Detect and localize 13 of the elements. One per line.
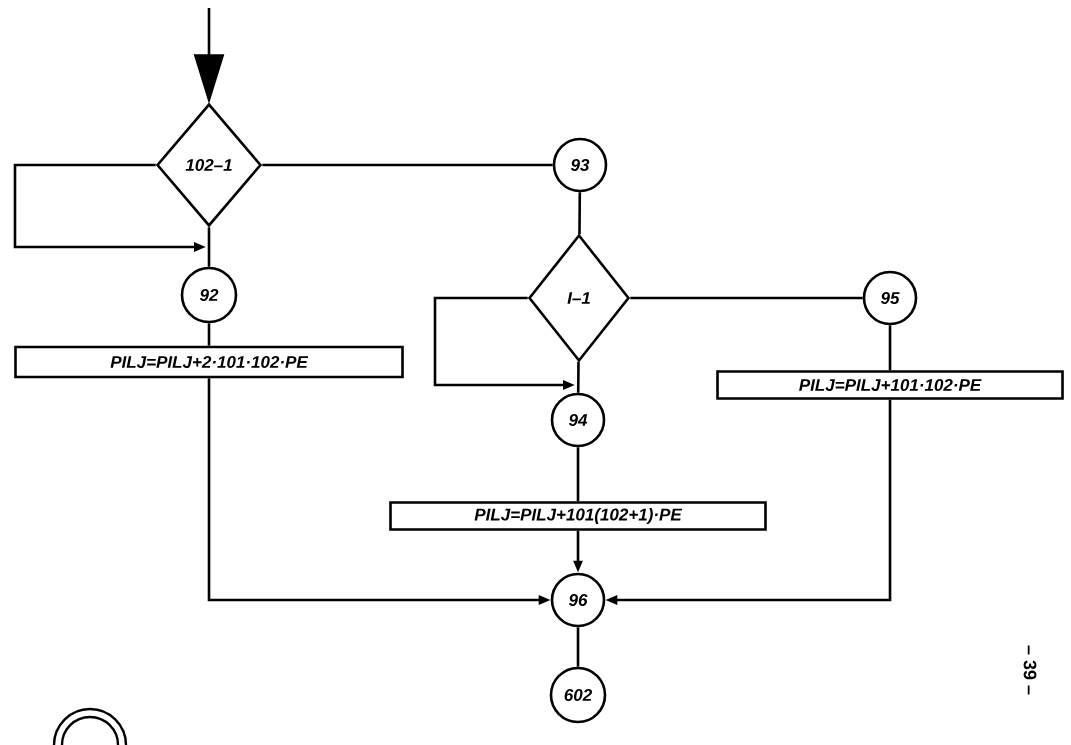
connector-line — [262, 163, 553, 167]
process-box: PILJ=PILJ+101·102·PE — [716, 370, 1064, 400]
connector-line — [576, 361, 580, 393]
process-box: PILJ=PILJ+2·101·102·PE — [14, 345, 404, 379]
connector-line — [578, 192, 582, 235]
connector-line — [207, 227, 211, 267]
connector-line — [630, 296, 863, 300]
connector-line — [576, 447, 580, 502]
connector-line — [207, 323, 211, 346]
page-number: – 39 – — [1023, 645, 1037, 695]
connector-line — [888, 325, 892, 371]
process-box: PILJ=PILJ+101(102+1)·PE — [389, 501, 767, 531]
connector-line — [576, 627, 580, 667]
